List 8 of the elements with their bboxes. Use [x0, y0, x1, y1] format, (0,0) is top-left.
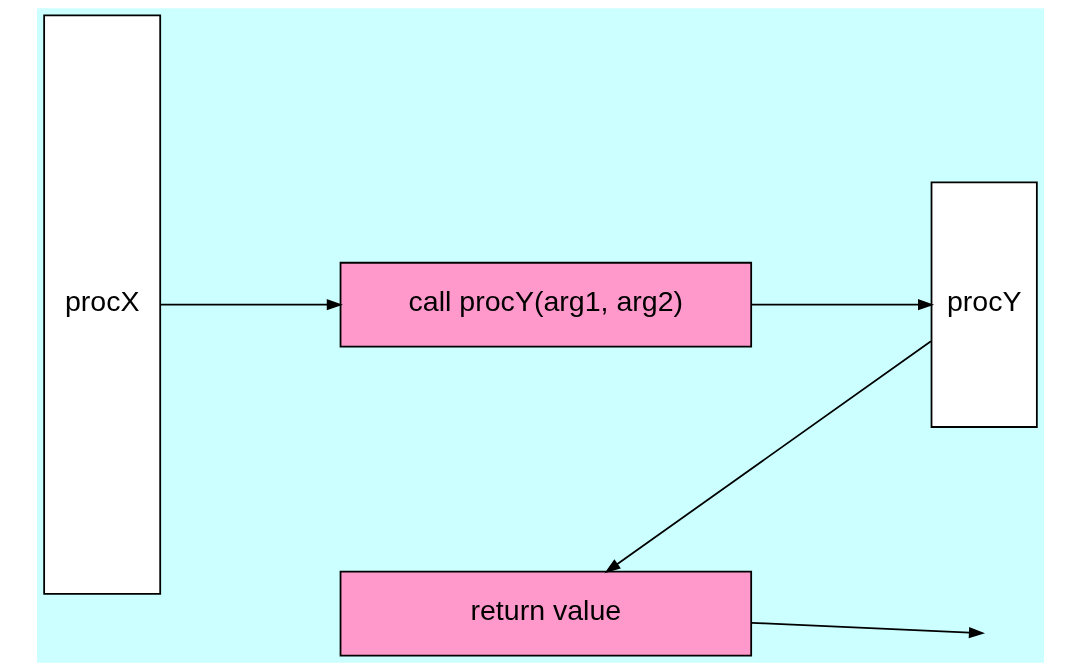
node-box: call procY(arg1, arg2) [339, 261, 753, 348]
arrow [159, 299, 343, 311]
arrow [750, 299, 935, 311]
node-box: procY [930, 181, 1038, 428]
node-box: return value [339, 570, 753, 657]
arrow [750, 621, 985, 639]
node-box: procX [43, 14, 162, 595]
arrow [604, 340, 932, 574]
